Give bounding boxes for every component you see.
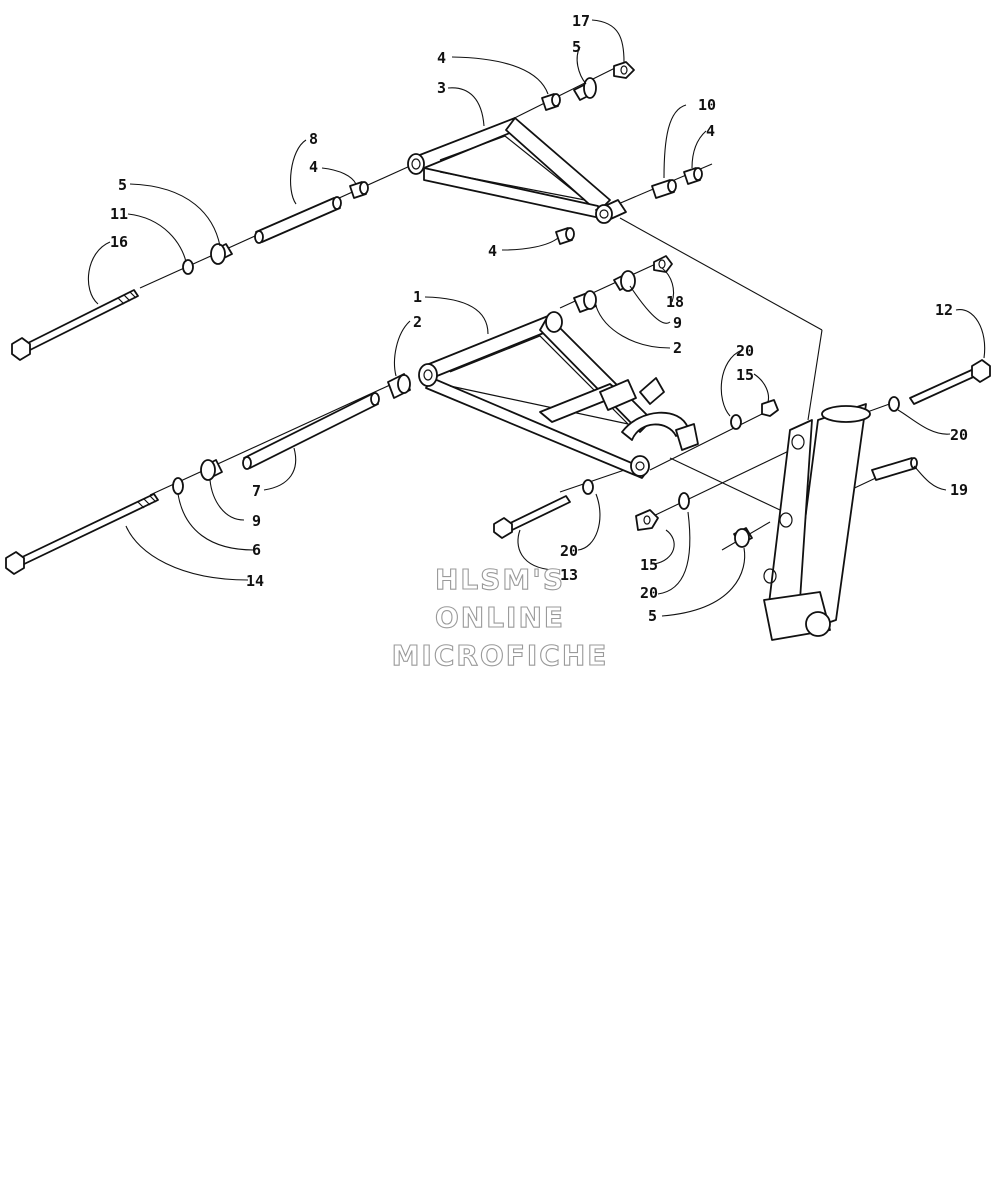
callout-9-left: 9 xyxy=(252,512,261,530)
callout-9-right: 9 xyxy=(673,314,682,332)
callout-4-left: 4 xyxy=(309,158,318,176)
callout-10: 10 xyxy=(698,96,716,114)
callout-2-right: 2 xyxy=(673,339,682,357)
lower-shaft-tube xyxy=(242,392,380,470)
callout-3: 3 xyxy=(437,79,446,97)
lower-long-bolt xyxy=(5,493,159,575)
callout-4-top: 4 xyxy=(437,49,446,67)
lower-spindle-fasteners xyxy=(635,492,753,548)
spindle-knuckle xyxy=(763,403,871,641)
lower-left-flange-and-washer xyxy=(172,459,223,495)
callout-labels: 17 5 4 3 10 4 8 4 5 11 16 4 18 1 2 9 2 1… xyxy=(110,12,968,625)
mid-washer-and-nut xyxy=(730,399,779,430)
upper-flange-bushing-and-nut xyxy=(573,61,635,101)
sleeve-10 xyxy=(651,179,677,199)
callout-7: 7 xyxy=(252,482,261,500)
lower-right-flange-and-nut xyxy=(613,255,673,292)
callout-1: 1 xyxy=(413,288,422,306)
upper-bushings xyxy=(349,93,703,245)
callout-6: 6 xyxy=(252,541,261,559)
callout-15-bottom: 15 xyxy=(640,556,658,574)
watermark: HLSM'S ONLINE MICROFICHE xyxy=(391,562,609,672)
lower-bushings xyxy=(387,290,597,399)
callout-17: 17 xyxy=(572,12,590,30)
upper-arm-axis-lines xyxy=(139,67,823,421)
upper-shaft-tube xyxy=(254,196,342,244)
lower-a-arm xyxy=(418,311,699,479)
callout-19: 19 xyxy=(950,481,968,499)
pin-19 xyxy=(871,457,918,481)
callout-15-top: 15 xyxy=(736,366,754,384)
callout-20-right: 20 xyxy=(950,426,968,444)
callout-20-top: 20 xyxy=(736,342,754,360)
callout-5-top: 5 xyxy=(572,38,581,56)
callout-13: 13 xyxy=(560,566,578,584)
spindle-bolt xyxy=(888,359,991,412)
callout-4-right: 4 xyxy=(706,122,715,140)
upper-long-bolt xyxy=(11,289,139,361)
callout-4-bottom: 4 xyxy=(488,242,497,260)
watermark-line-1: HLSM'S xyxy=(435,563,565,596)
callout-8: 8 xyxy=(309,130,318,148)
shock-mount-bolt xyxy=(493,479,594,539)
callout-20-bottom-left: 20 xyxy=(560,542,578,560)
callout-5-left: 5 xyxy=(118,176,127,194)
upper-left-flange-and-washer xyxy=(182,243,233,275)
callout-5-bottom: 5 xyxy=(648,607,657,625)
callout-12: 12 xyxy=(935,301,953,319)
leader-lines xyxy=(87,19,986,617)
watermark-line-3: MICROFICHE xyxy=(392,639,609,672)
upper-a-arm xyxy=(407,117,627,224)
watermark-line-2: ONLINE xyxy=(435,601,565,634)
callout-14: 14 xyxy=(246,572,264,590)
callout-18: 18 xyxy=(666,293,684,311)
callout-16: 16 xyxy=(110,233,128,251)
callout-11: 11 xyxy=(110,205,128,223)
callout-20-bottom: 20 xyxy=(640,584,658,602)
callout-2-left: 2 xyxy=(413,313,422,331)
